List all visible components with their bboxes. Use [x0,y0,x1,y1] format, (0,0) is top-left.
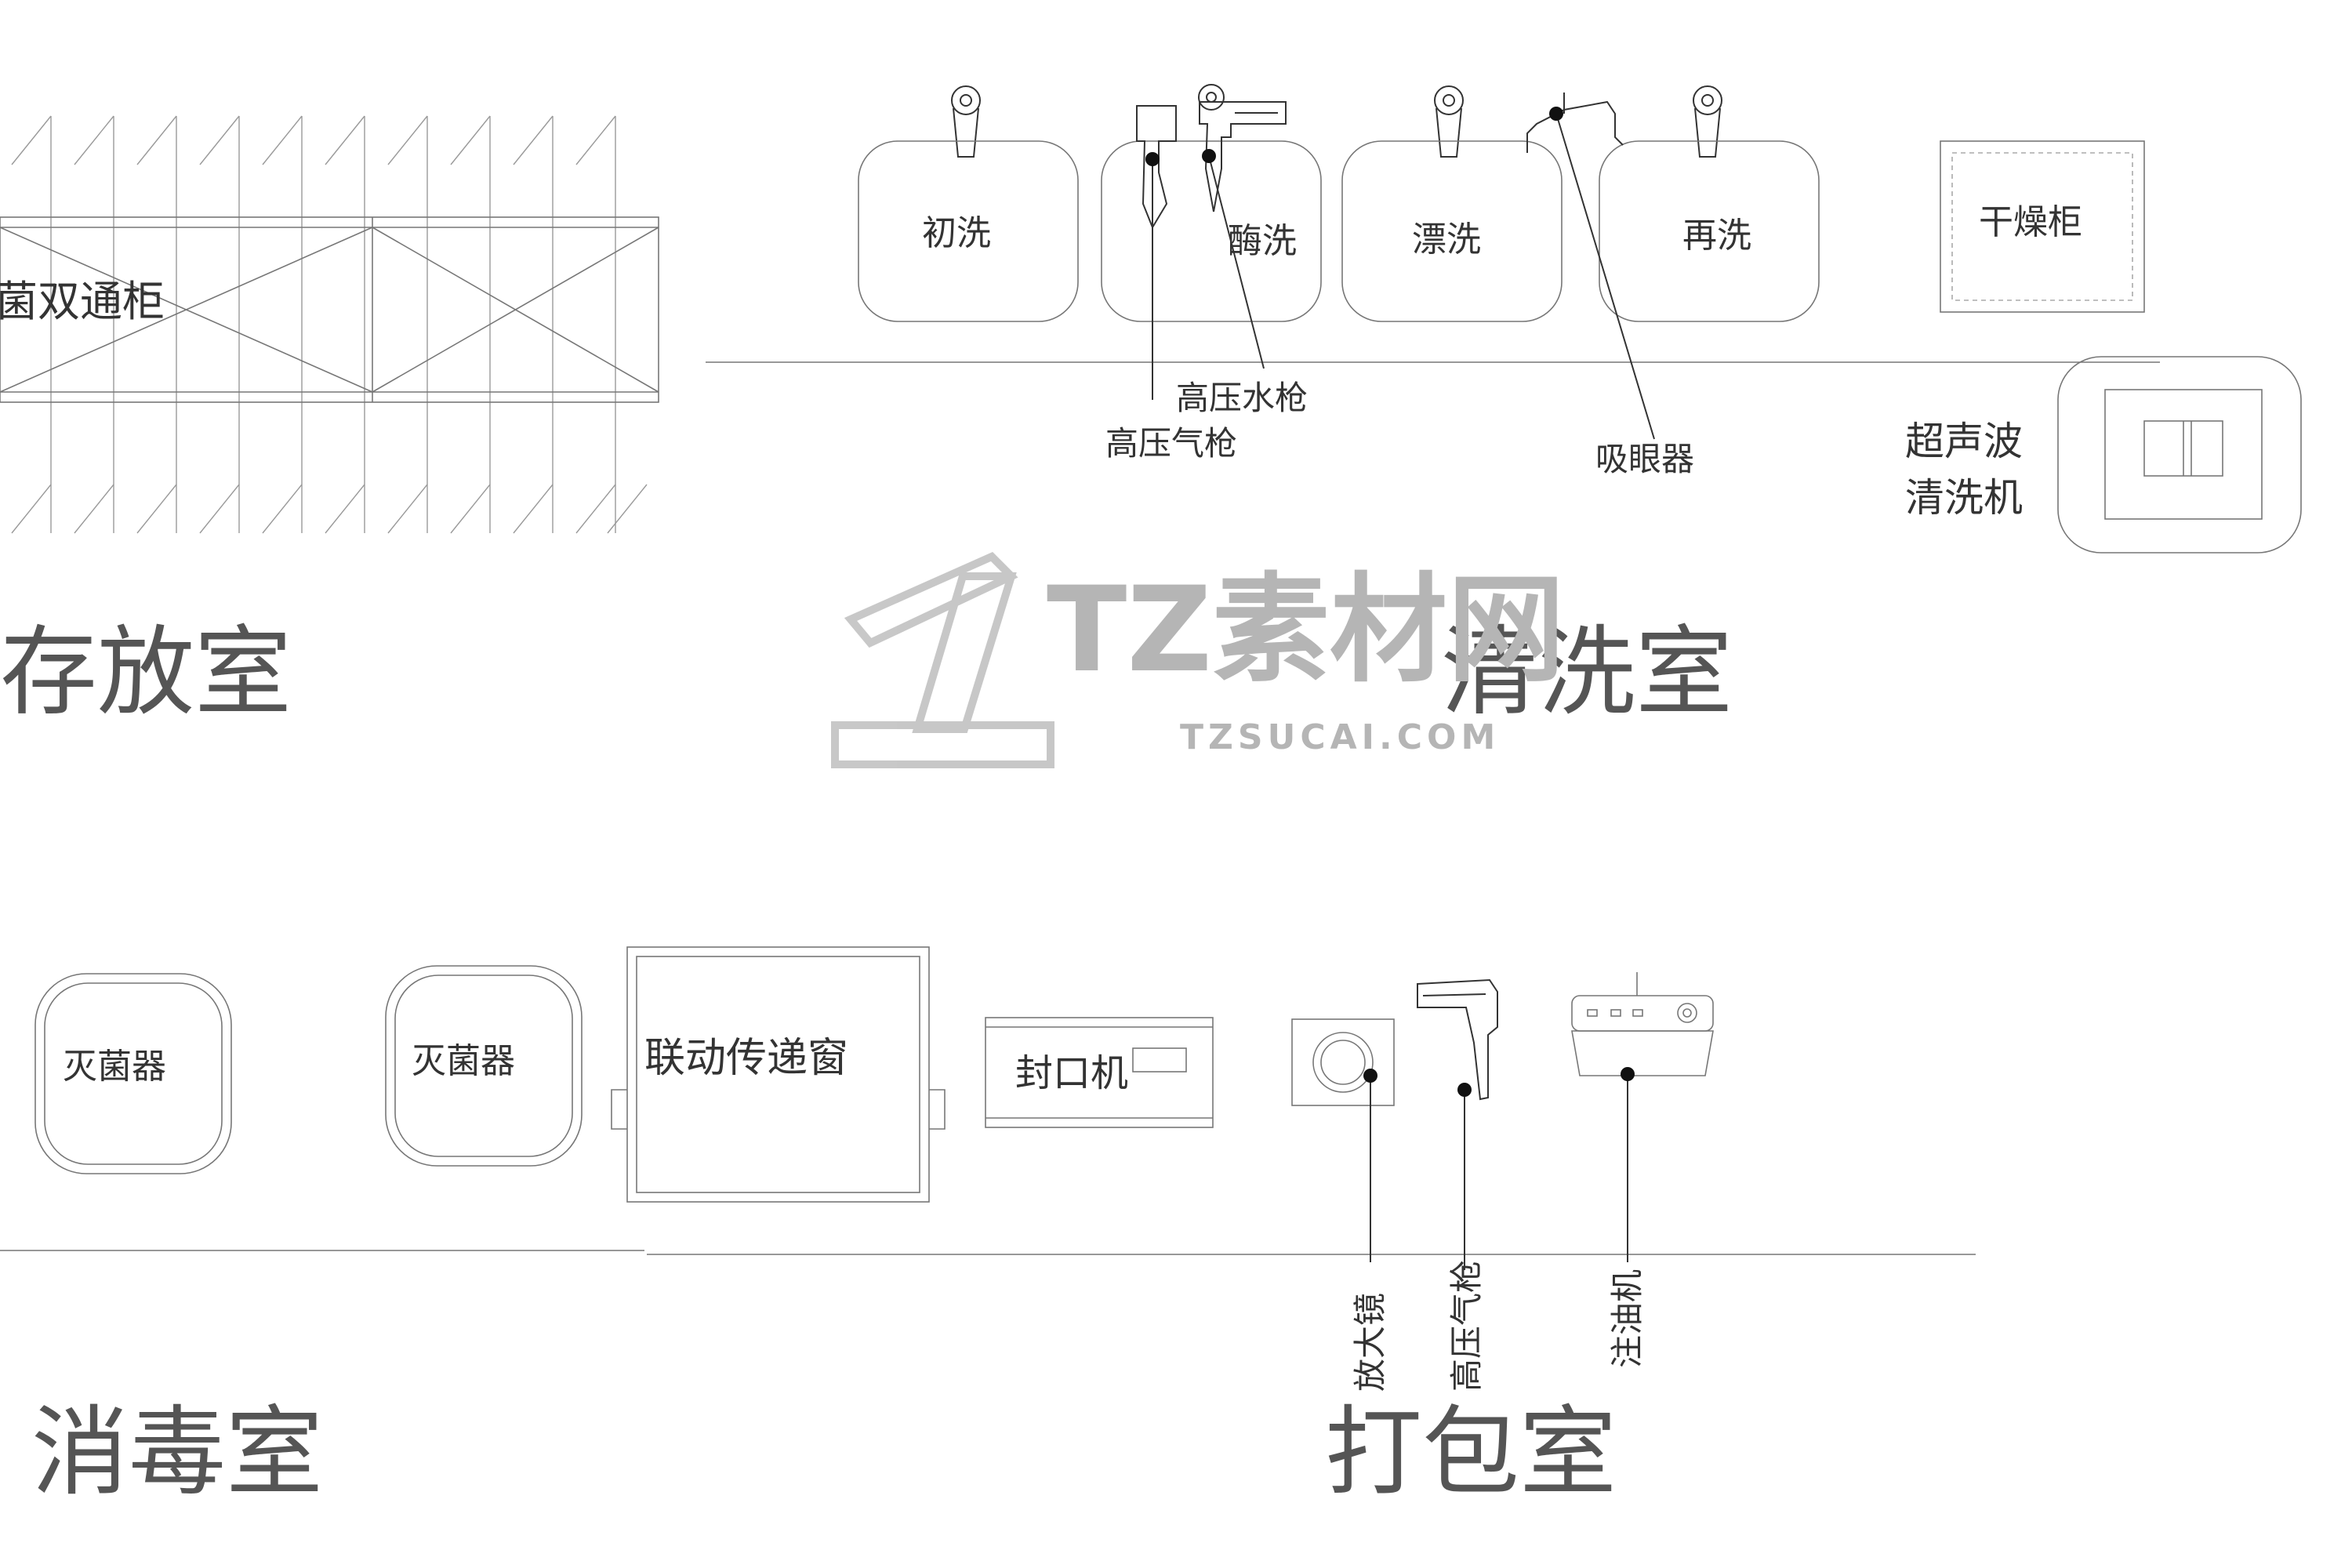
callout-dot [1457,1083,1472,1097]
sterilizer-label: 灭菌器 [412,1041,515,1081]
watermark-brand: TZ素材网 [1047,562,1565,699]
drying-cabinet-label: 干燥柜 [1979,202,2082,242]
pass-through-window: 联动传递窗 [611,946,946,1203]
magnifier-icon [1291,1018,1395,1106]
sterilizer-label: 灭菌器 [63,1047,166,1087]
callout-dot [1145,152,1160,166]
callout-air-gun: 高压气枪 [1447,1260,1486,1392]
drying-cabinet: 干燥柜 [1940,140,2145,313]
callout-eye-wash: 吸眼器 [1595,440,1694,478]
spray-gun-icon [1199,101,1287,212]
room-title-disinfection: 消毒室 [31,1396,323,1509]
watermark-url: TZSUCAI.COM [1180,717,1500,757]
callout-magnifier: 放大镜 [1351,1293,1389,1392]
pass-window-label: 联动传递窗 [644,1035,848,1082]
callout-dot [1363,1069,1377,1083]
callout-dot [1202,149,1216,163]
spray-gun-icon [1136,105,1177,230]
sink-label: 再洗 [1682,216,1751,256]
sink-label: 初洗 [922,213,991,253]
callout-dot [1621,1067,1635,1081]
sink-enzyme-wash: 酶洗 [1101,140,1322,322]
air-gun-icon [1417,978,1498,1101]
sterilizer-1: 灭菌器 [34,973,232,1174]
sink-rewash: 再洗 [1599,140,1820,322]
cabinet-label: 菌双通柜 [0,277,165,326]
faucet-icon [1198,84,1225,111]
callout-water-gun: 高压水枪 [1176,379,1308,417]
sink-label: 酶洗 [1228,221,1297,261]
watermark-logo-icon [831,552,1054,768]
sealing-machine: 封口机 [985,1017,1214,1128]
room-title-storage: 存放室 [0,616,292,729]
callout-oiler: 注油机 [1608,1269,1646,1368]
sterilizer-2: 灭菌器 [385,965,583,1167]
faucet-icon [1693,85,1722,158]
faucet-icon [1434,85,1464,158]
ultrasonic-label-line1: 超声波 [1905,419,2023,464]
ultrasonic-label-line2: 清洗机 [1905,475,2023,521]
callout-dot [1549,107,1563,121]
storage-cabinet-rack: 菌双通柜 [0,115,659,534]
callout-air-gun: 高压气枪 [1105,424,1237,463]
sealer-label: 封口机 [1015,1051,1128,1095]
sink-label: 漂洗 [1412,220,1481,260]
room-title-cleaning: 清洗室 [1441,616,1733,729]
oiler-machine-icon [1571,972,1714,1076]
sink-rinse: 漂洗 [1341,140,1563,322]
sink-initial-wash: 初洗 [858,140,1079,322]
eye-wash-icon [1526,93,1624,153]
faucet-icon [951,85,981,158]
ultrasonic-cleaner: 超声波 清洗机 [1905,356,2302,554]
room-title-packing: 打包室 [1325,1396,1617,1509]
